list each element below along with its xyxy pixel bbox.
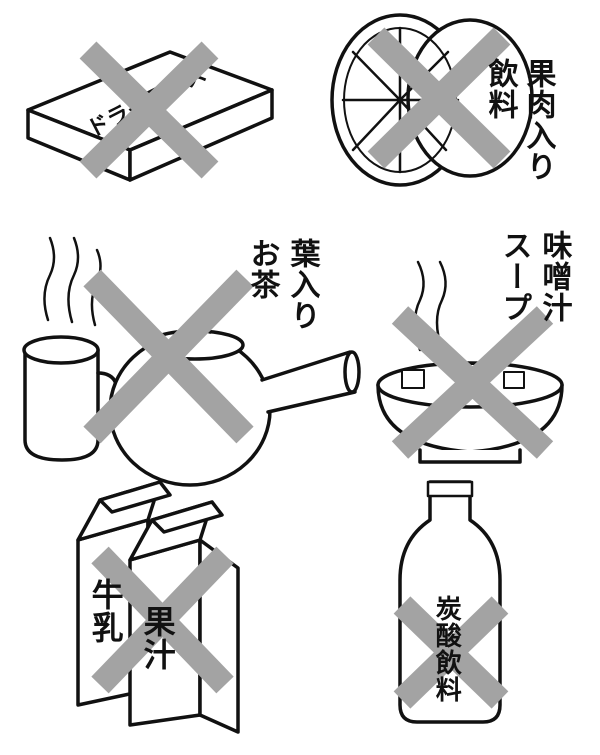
leaf-tea-label-line2: お茶 bbox=[244, 238, 280, 300]
miso-soup-label-line2: スープ bbox=[496, 230, 532, 323]
tea-cup-icon bbox=[22, 236, 120, 462]
pulp-juice-label-line1: 果肉入り bbox=[520, 58, 556, 182]
pulp-juice-label-line2: 飲料 bbox=[482, 58, 518, 120]
carbonated-drink-label: 炭酸飲料 bbox=[431, 595, 462, 703]
leaf-tea-label-line1: 葉入り bbox=[284, 238, 320, 331]
orange-icon bbox=[330, 13, 534, 187]
juice-label: 果汁 bbox=[138, 605, 177, 671]
prohibited-cross-icon bbox=[79, 27, 554, 709]
milk-label: 牛乳 bbox=[86, 578, 125, 644]
miso-soup-label-line1: 味噌汁 bbox=[536, 230, 572, 323]
